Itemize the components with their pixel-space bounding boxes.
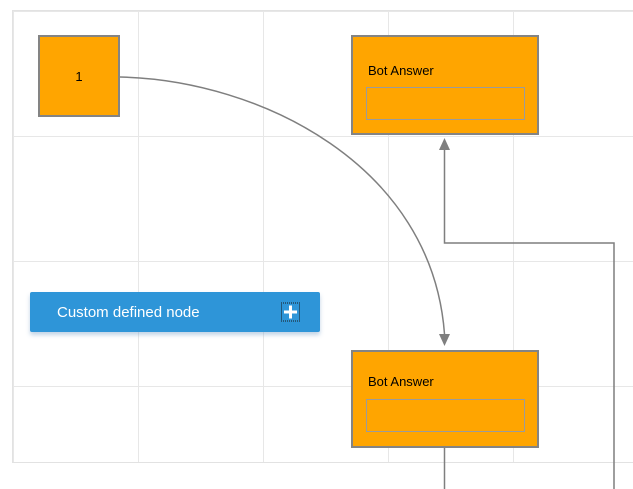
node-custom-defined[interactable]: Custom defined node [30, 292, 320, 332]
custom-node-label: Custom defined node [57, 303, 200, 321]
arrowhead-up-icon [439, 138, 450, 150]
curved-connector[interactable] [119, 76, 446, 335]
arrowhead-down-icon [439, 334, 450, 346]
node-bot-answer-bottom[interactable]: Bot Answer [351, 350, 539, 448]
node-bot-answer-top[interactable]: Bot Answer [351, 35, 539, 135]
node-title: Bot Answer [368, 63, 434, 78]
bot-answer-field[interactable] [366, 87, 525, 120]
orthogonal-connector[interactable] [443, 150, 615, 489]
node-title: Bot Answer [368, 374, 434, 389]
add-button[interactable] [281, 302, 300, 322]
node-start-label: 1 [75, 68, 83, 84]
plus-icon [284, 305, 297, 319]
bot-answer-field[interactable] [366, 399, 525, 432]
node-start[interactable]: 1 [38, 35, 120, 117]
